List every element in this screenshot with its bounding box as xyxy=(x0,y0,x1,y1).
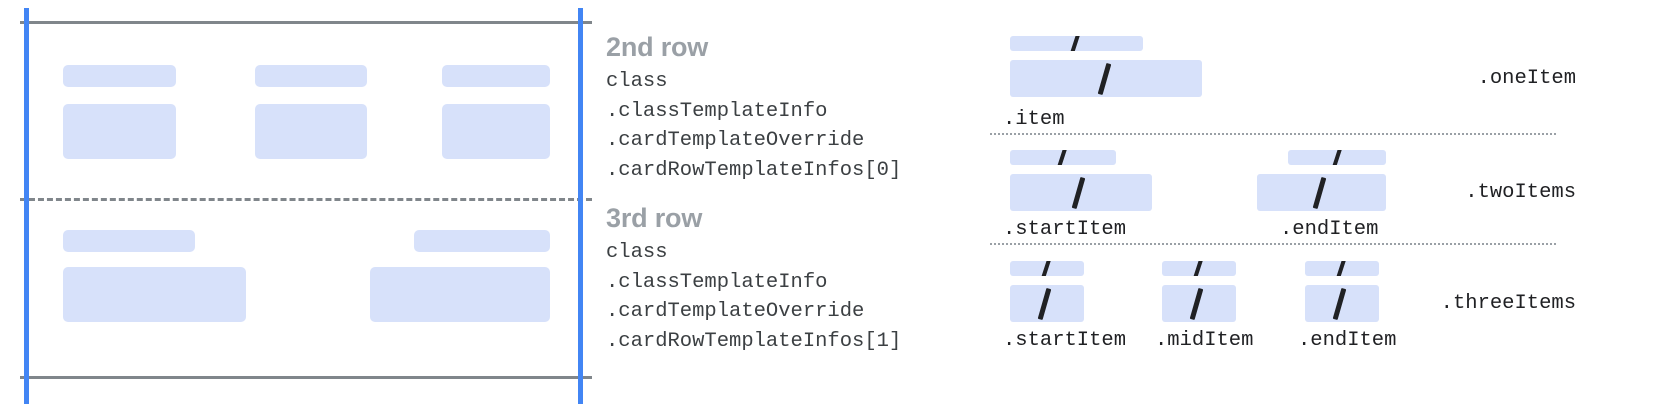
variant-divider-2 xyxy=(990,243,1556,245)
row1-col3-label-bar xyxy=(442,65,550,87)
annotation-code-line: .cardRowTemplateInfos[0] xyxy=(606,158,902,182)
variant3-midItem-label-bar xyxy=(1162,261,1236,276)
variant2-group-name: .twoItems xyxy=(1465,181,1576,204)
variant3-endItem-label-bar xyxy=(1305,261,1379,276)
card-top-border xyxy=(20,21,592,24)
row2-col1-content-block xyxy=(63,267,246,322)
row1-col1-label-bar xyxy=(63,65,176,87)
annotation-code-line: .classTemplateInfo xyxy=(606,270,828,294)
row1-col3-content-block xyxy=(442,104,550,159)
annotation-2nd-row: 2nd row class .classTemplateInfo .cardTe… xyxy=(606,32,901,185)
variant3-endItem-content-block xyxy=(1305,285,1379,322)
variant1-item-content-block xyxy=(1010,60,1202,97)
annotation-code-line: .cardRowTemplateInfos[1] xyxy=(606,329,902,353)
annotation-heading: 3rd row xyxy=(606,203,703,233)
variant3-group-name: .threeItems xyxy=(1440,292,1576,315)
variant2-startItem-content-block xyxy=(1010,174,1152,211)
annotation-code-line: class xyxy=(606,70,668,93)
variant1-item-name: .item xyxy=(1003,108,1065,131)
row1-col2-label-bar xyxy=(255,65,367,87)
annotation-code-line: .cardTemplateOverride xyxy=(606,300,865,323)
variant2-endItem-name: .endItem xyxy=(1280,218,1379,241)
variant-divider-1 xyxy=(990,133,1556,135)
right-edge-guide xyxy=(578,8,583,404)
annotation-code-line: .cardTemplateOverride xyxy=(606,129,865,152)
row2-col2-label-bar xyxy=(414,230,550,252)
row-divider-dashed xyxy=(20,198,592,201)
left-edge-guide xyxy=(24,8,29,404)
variant3-startItem-name: .startItem xyxy=(1003,329,1127,352)
row1-col1-content-block xyxy=(63,104,176,159)
item-variants-diagram: .item .oneItem .startItem .endItem .twoI… xyxy=(980,0,1676,412)
annotation-code-line: class xyxy=(606,241,668,264)
variant3-midItem-name: .midItem xyxy=(1155,329,1254,352)
variant2-endItem-label-bar xyxy=(1288,150,1386,165)
annotation-3rd-row: 3rd row class .classTemplateInfo .cardTe… xyxy=(606,203,901,356)
annotation-code-line: .classTemplateInfo xyxy=(606,99,828,123)
card-bottom-border xyxy=(20,376,592,379)
variant2-startItem-label-bar xyxy=(1010,150,1116,165)
row1-col2-content-block xyxy=(255,104,367,159)
variant1-group-name: .oneItem xyxy=(1477,67,1576,90)
variant2-startItem-name: .startItem xyxy=(1003,218,1127,241)
variant3-midItem-content-block xyxy=(1162,285,1236,322)
variant3-endItem-name: .endItem xyxy=(1298,329,1397,352)
variant3-startItem-label-bar xyxy=(1010,261,1084,276)
row2-col1-label-bar xyxy=(63,230,195,252)
annotation-heading: 2nd row xyxy=(606,32,709,62)
variant1-item-label-bar xyxy=(1010,36,1143,51)
variant2-endItem-content-block xyxy=(1257,174,1386,211)
row2-col2-content-block xyxy=(370,267,550,322)
card-frame-diagram xyxy=(0,0,600,412)
variant3-startItem-content-block xyxy=(1010,285,1084,322)
